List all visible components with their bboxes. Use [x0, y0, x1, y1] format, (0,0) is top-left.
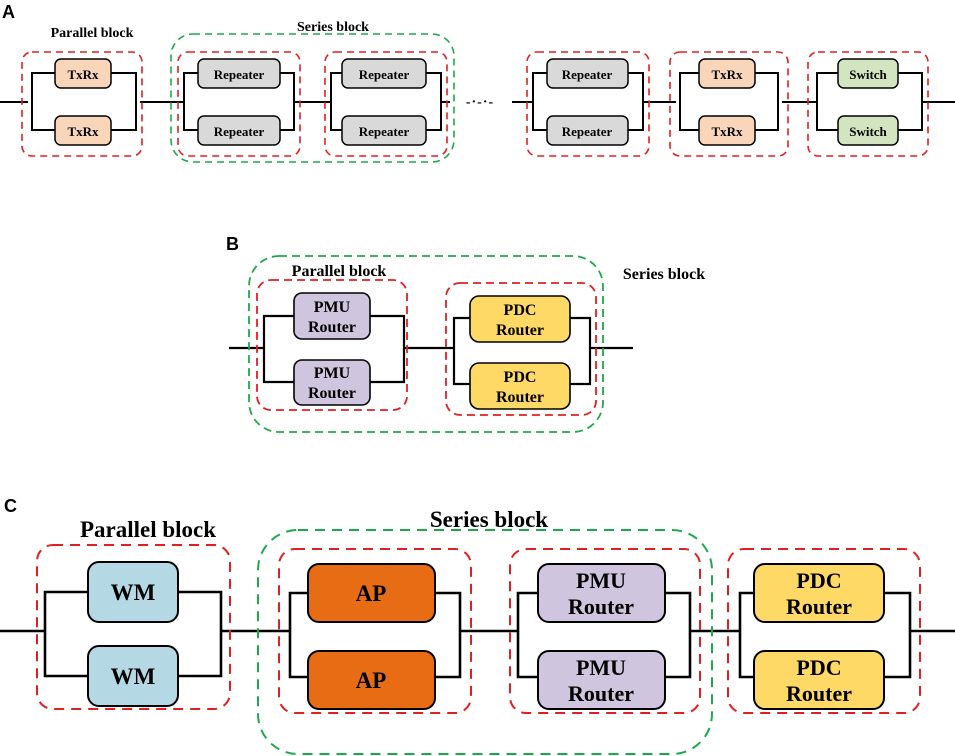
panel-a-device-repeater: Repeater: [197, 58, 281, 89]
panel-a-parallel-label: Parallel block: [51, 26, 134, 41]
panel-a-series-block-outline: [170, 33, 455, 163]
svg-text:Repeater: Repeater: [359, 124, 410, 139]
panel-a-switch-block-outline: [807, 51, 929, 157]
panel-b-device-pmu-router: PMU Router: [293, 359, 371, 406]
svg-text:PMU: PMU: [576, 568, 626, 593]
panel-b-letter: B: [226, 234, 239, 254]
panel-c-series-block-outline: [257, 529, 713, 755]
svg-text:TxRx: TxRx: [711, 124, 743, 139]
svg-text:WM: WM: [111, 580, 156, 605]
panel-c-device-pdc-router: PDC Router: [753, 650, 885, 710]
panel-c-parallel-label: Parallel block: [80, 517, 216, 542]
svg-text:Switch: Switch: [849, 67, 887, 82]
panel-a-parallel-block-outline: [21, 51, 143, 157]
panel-a-txrx-block-outline: [669, 51, 789, 157]
panel-a-device-txrx: TxRx: [698, 115, 756, 146]
panel-b-series-label: Series block: [623, 266, 705, 283]
svg-text:Router: Router: [568, 594, 634, 619]
panel-a: A Parallel block Series block -·-·-: [0, 2, 955, 163]
svg-text:PMU: PMU: [314, 365, 351, 382]
svg-text:Router: Router: [786, 681, 852, 706]
panel-a-device-txrx: TxRx: [698, 58, 756, 89]
svg-text:Switch: Switch: [849, 124, 887, 139]
svg-text:Router: Router: [308, 385, 356, 402]
svg-text:Router: Router: [568, 681, 634, 706]
panel-a-device-repeater: Repeater: [341, 58, 427, 89]
panel-a-repeater-block-outline: [526, 51, 650, 157]
svg-text:Router: Router: [496, 322, 544, 339]
panel-c-device-pmu-router: PMU Router: [537, 650, 666, 710]
panel-a-gap-marker: -·-·-: [466, 95, 494, 110]
svg-text:PDC: PDC: [504, 302, 537, 319]
panel-b-pdc-block-outline: [445, 282, 597, 416]
panel-a-device-repeater: Repeater: [546, 115, 629, 146]
panel-c-device-pmu-router: PMU Router: [537, 563, 666, 623]
svg-text:Repeater: Repeater: [214, 67, 265, 82]
svg-text:Repeater: Repeater: [562, 124, 613, 139]
panel-a-device-switch: Switch: [837, 58, 899, 89]
panel-c-device-wm: WM: [87, 645, 179, 707]
svg-text:WM: WM: [111, 664, 156, 689]
panel-a-device-txrx: TxRx: [54, 115, 112, 146]
panel-b-parallel-block-outline: [256, 279, 408, 411]
panel-a-device-repeater: Repeater: [546, 58, 629, 89]
svg-text:Repeater: Repeater: [214, 124, 265, 139]
panel-c-device-wm: WM: [87, 561, 179, 623]
panel-c-series-label: Series block: [430, 507, 548, 532]
panel-b-parallel-label: Parallel block: [292, 263, 387, 280]
svg-text:TxRx: TxRx: [67, 67, 99, 82]
svg-text:Router: Router: [308, 319, 356, 336]
svg-text:TxRx: TxRx: [67, 124, 99, 139]
panel-a-letter: A: [2, 2, 15, 22]
panel-a-series-label: Series block: [297, 20, 369, 35]
panel-a-device-switch: Switch: [837, 115, 899, 146]
svg-text:AP: AP: [356, 581, 387, 606]
svg-text:PDC: PDC: [796, 568, 841, 593]
panel-a-device-txrx: TxRx: [54, 58, 112, 89]
panel-c: C Parallel block Series block WM WM: [0, 496, 955, 755]
panel-c-letter: C: [4, 496, 17, 516]
panel-c-device-ap: AP: [307, 650, 436, 710]
panel-c-device-ap: AP: [307, 563, 436, 623]
panel-b-device-pdc-router: PDC Router: [469, 362, 571, 410]
svg-text:AP: AP: [356, 668, 387, 693]
panel-b-device-pdc-router: PDC Router: [469, 295, 571, 343]
panel-b-series-block-outline: [248, 255, 604, 433]
panel-c-bus-lines: [43, 590, 912, 679]
svg-text:Repeater: Repeater: [562, 67, 613, 82]
panel-a-device-repeater: Repeater: [197, 115, 281, 146]
panel-a-repeater-block-outline: [177, 51, 301, 157]
svg-text:Router: Router: [496, 389, 544, 406]
panel-a-repeater-block-outline: [324, 51, 448, 157]
panel-a-device-repeater: Repeater: [341, 115, 427, 146]
panel-c-device-pdc-router: PDC Router: [753, 563, 885, 623]
svg-text:TxRx: TxRx: [711, 67, 743, 82]
svg-text:PMU: PMU: [314, 299, 351, 316]
svg-text:PDC: PDC: [796, 655, 841, 680]
panel-b: B Parallel block Series block PMU Router…: [226, 234, 705, 433]
svg-text:Router: Router: [786, 594, 852, 619]
svg-text:Repeater: Repeater: [359, 67, 410, 82]
panel-b-device-pmu-router: PMU Router: [293, 292, 371, 340]
svg-text:PDC: PDC: [504, 369, 537, 386]
svg-text:PMU: PMU: [576, 655, 626, 680]
panel-b-bus-lines: [262, 314, 592, 386]
panel-a-bus-lines: [31, 72, 923, 131]
